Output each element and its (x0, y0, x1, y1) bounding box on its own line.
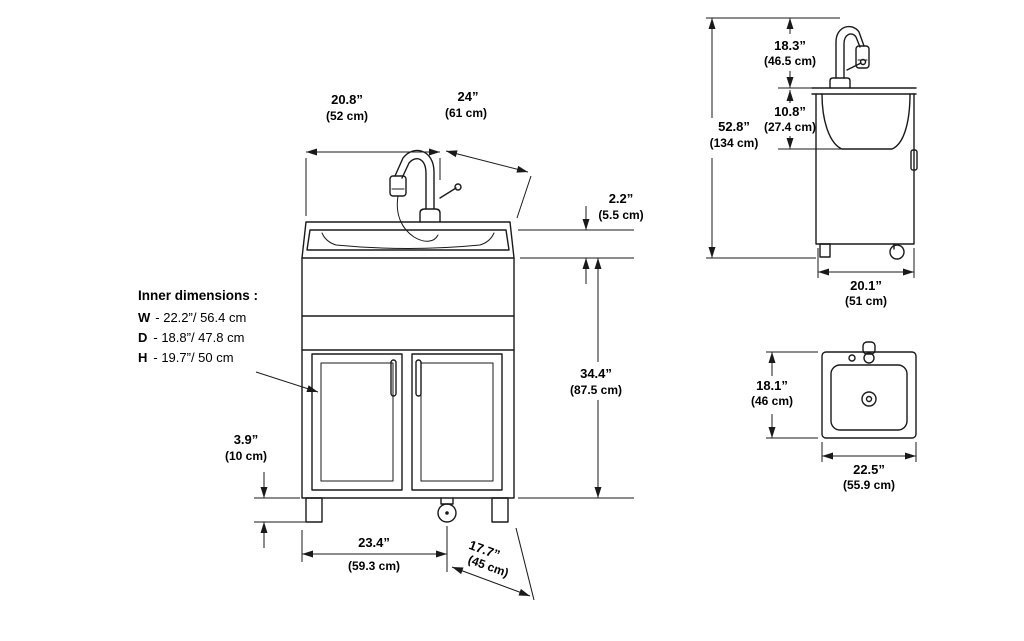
side-depth-inches: 20.1” (850, 278, 882, 293)
sink-rim (301, 221, 515, 259)
sink-outline-top (821, 351, 917, 439)
front-leg-height-cm: (10 cm) (225, 449, 267, 463)
front-cabinet-height-inches: 34.4” (580, 366, 612, 381)
front-rim-height-cm: (5.5 cm) (598, 208, 643, 222)
side-faucet-height-inches: 18.3” (774, 38, 806, 53)
side-view-dimensions: 52.8” (134 cm) 18.3” (46.5 cm) 10.8” (27… (706, 17, 915, 308)
front-top-depth-cm: (52 cm) (326, 109, 368, 123)
top-view-drawing (821, 341, 917, 439)
faucet-front (389, 149, 462, 242)
right-leg (491, 497, 509, 523)
front-rim-height-inches: 2.2” (609, 191, 634, 206)
faucet-sprayer-head-side (855, 45, 870, 69)
cabinet-front (301, 257, 515, 523)
left-door (311, 353, 403, 491)
inner-dimension-width: W- 22.2”/ 56.4 cm (138, 310, 246, 325)
front-top-width-inches: 24” (458, 89, 479, 104)
top-view-dimensions: 18.1” (46 cm) 22.5” (55.9 cm) (751, 351, 917, 492)
door-handle-side (910, 149, 918, 171)
side-view-drawing (811, 25, 918, 260)
sprayer-hole-top (848, 354, 856, 362)
front-top-width-cm: (61 cm) (445, 106, 487, 120)
faucet-hose (396, 195, 439, 242)
side-basin-depth-inches: 10.8” (774, 104, 806, 119)
faucet-spout-top (862, 341, 876, 355)
front-view-drawing (301, 149, 515, 523)
left-door-handle (390, 359, 397, 397)
left-leg (305, 497, 323, 523)
drain-top (861, 391, 877, 407)
side-faucet-height-cm: (46.5 cm) (764, 54, 816, 68)
basin-opening-top (830, 364, 908, 431)
side-overall-height-inches: 52.8” (718, 119, 750, 134)
side-overall-height-cm: (134 cm) (710, 136, 759, 150)
front-bottom-width-cm: (59.3 cm) (348, 559, 400, 573)
top-width-inches: 22.5” (853, 462, 885, 477)
caster-mount (440, 497, 454, 505)
tub-profile (821, 93, 911, 150)
inner-dimensions-pointer-arrow (255, 371, 319, 393)
basin-interior (321, 232, 495, 249)
right-door-handle (415, 359, 422, 397)
leg-side (819, 243, 831, 258)
front-top-depth-inches: 20.8” (331, 92, 363, 107)
front-view-dimensions: 20.8” (52 cm) 24” (61 cm) 2.2” (5.5 cm) … (138, 89, 644, 601)
inner-dimension-depth: D- 18.8”/ 47.8 cm (138, 330, 244, 345)
front-bottom-width-inches: 23.4” (358, 535, 390, 550)
front-cabinet-height-cm: (87.5 cm) (570, 383, 622, 397)
top-depth-cm: (46 cm) (751, 394, 793, 408)
caster-wheel-side (889, 244, 905, 260)
top-depth-inches: 18.1” (756, 378, 788, 393)
inner-dimension-height: H- 19.7”/ 50 cm (138, 350, 234, 365)
right-door (411, 353, 503, 491)
caster-wheel (437, 503, 457, 523)
inner-dimensions-title: Inner dimensions : (138, 288, 258, 303)
counter-top-side (811, 87, 917, 95)
faucet-handle-side (846, 62, 862, 71)
faucet-handle (439, 187, 457, 199)
cabinet-side-panel (815, 93, 915, 245)
faucet-base-top (863, 352, 875, 364)
top-width-cm: (55.9 cm) (843, 478, 895, 492)
inner-dimensions-note: Inner dimensions : W- 22.2”/ 56.4 cm D- … (138, 288, 319, 393)
front-leg-height-inches: 3.9” (234, 432, 259, 447)
faucet-side (829, 25, 870, 89)
side-basin-depth-cm: (27.4 cm) (764, 120, 816, 134)
faucet-sprayer-head (389, 175, 407, 197)
side-depth-cm: (51 cm) (845, 294, 887, 308)
